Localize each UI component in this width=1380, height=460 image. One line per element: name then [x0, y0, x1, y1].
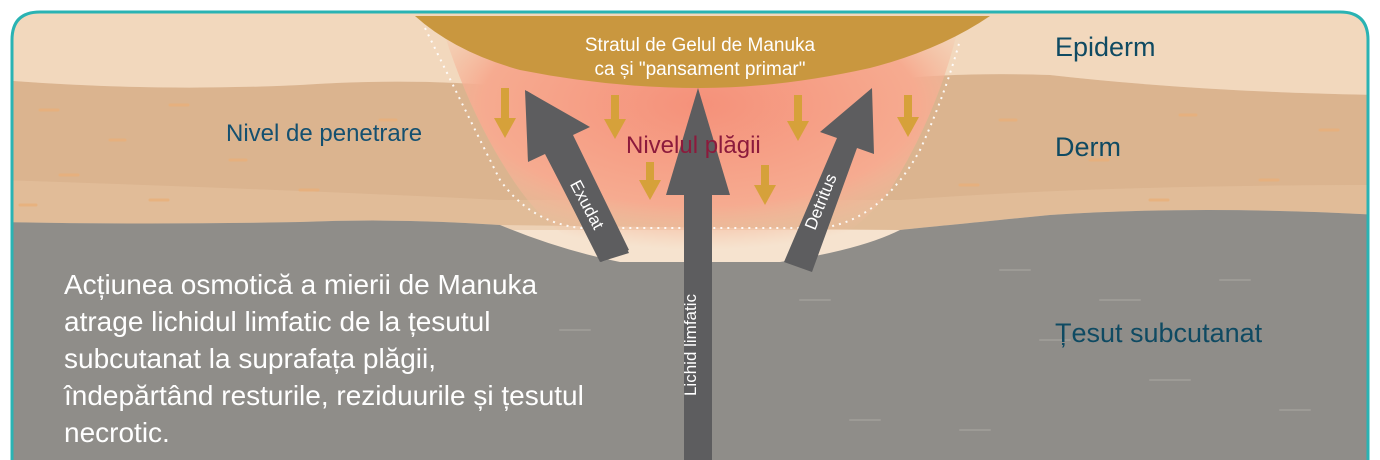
dermis-label: Derm [1055, 132, 1121, 162]
gel-label-line2: ca și "pansament primar" [594, 59, 806, 80]
osmotic-action-description: Acțiunea osmotică a mierii de Manuka atr… [64, 269, 584, 448]
penetration-boundary [424, 27, 961, 229]
lymph-label: Lichid limfatic [681, 293, 701, 397]
epidermis-label: Epiderm [1055, 32, 1156, 62]
gold-arrow [897, 95, 919, 137]
debris-arrow [784, 88, 874, 272]
gold-arrow [754, 165, 776, 205]
subcutaneous-texture [559, 269, 1311, 431]
wound-level-label: Nivelul plăgii [626, 132, 761, 159]
gel-label-line1: Stratul de Gelul de Manuka [584, 35, 816, 56]
lymph-arrow [666, 88, 730, 460]
penetration-level-label: Nivel de penetrare [226, 120, 423, 147]
gold-arrow [494, 88, 516, 138]
frame-border [10, 10, 1370, 460]
gold-arrow [604, 95, 626, 139]
gel-label: Stratul de Gelul de Manuka ca și "pansam… [520, 34, 880, 82]
gel-penetration-arrows [494, 88, 919, 205]
exudate-arrow [525, 90, 629, 262]
manuka-gel-layer [415, 16, 990, 88]
gold-arrow [639, 162, 661, 200]
gold-arrow [787, 95, 809, 141]
dermis-texture [18, 103, 1340, 207]
subcutaneous-label: Țesut subcutanat [1055, 318, 1263, 348]
